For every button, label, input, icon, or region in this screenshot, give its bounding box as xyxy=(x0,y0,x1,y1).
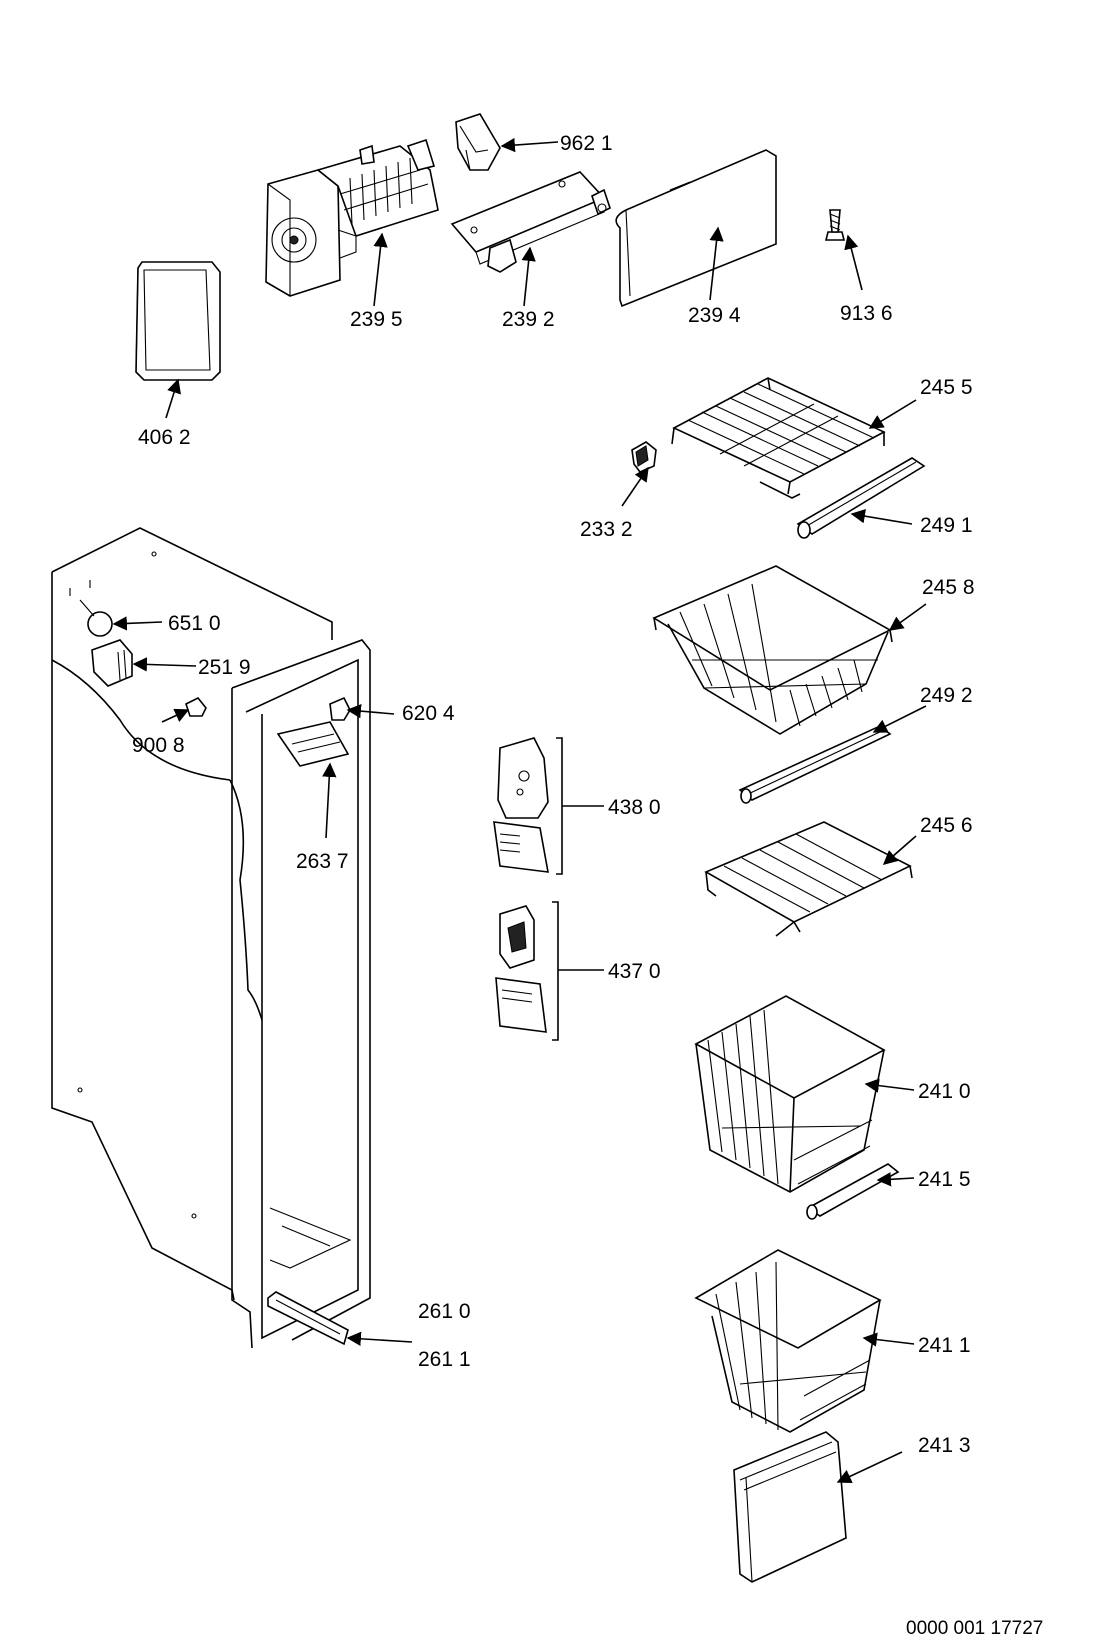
part-249-1-strip-drawing xyxy=(796,457,926,539)
label-245-8: 245 8 xyxy=(922,576,975,599)
label-438-0: 438 0 xyxy=(608,796,661,819)
label-239-4: 239 4 xyxy=(688,304,741,327)
label-233-2: 233 2 xyxy=(580,518,633,541)
label-261-0: 261 0 xyxy=(418,1300,471,1323)
part-241-1-basket-drawing xyxy=(694,1249,882,1433)
label-239-2: 239 2 xyxy=(502,308,555,331)
drawing-number: 0000 001 17727 xyxy=(906,1618,1043,1639)
part-962-1-clip-drawing xyxy=(455,113,501,171)
part-249-2-strip-drawing xyxy=(738,725,892,804)
part-263-7-vent-drawing xyxy=(276,721,350,767)
label-437-0: 437 0 xyxy=(608,960,661,983)
part-233-2-clip-drawing xyxy=(631,441,657,473)
part-241-0-basket-drawing xyxy=(694,995,886,1193)
label-241-1: 241 1 xyxy=(918,1334,971,1357)
label-241-5: 241 5 xyxy=(918,1168,971,1191)
label-913-6: 913 6 xyxy=(840,302,893,325)
label-241-0: 241 0 xyxy=(918,1080,971,1103)
label-406-2: 406 2 xyxy=(138,426,191,449)
label-261-1: 261 1 xyxy=(418,1348,471,1371)
cabinet-liner-drawing xyxy=(51,527,371,1349)
part-620-4-switch-drawing xyxy=(329,696,351,721)
label-249-1: 249 1 xyxy=(920,514,973,537)
label-241-3: 241 3 xyxy=(918,1434,971,1457)
label-245-5: 245 5 xyxy=(920,376,973,399)
part-245-8-basket-drawing xyxy=(652,565,893,735)
part-239-2-bracket-drawing xyxy=(450,171,611,273)
part-239-5-icemaker-drawing xyxy=(265,138,439,297)
part-245-5-shelf-drawing xyxy=(671,377,886,499)
part-241-5-strip-drawing xyxy=(806,1163,900,1220)
part-913-6-screw-drawing xyxy=(824,209,846,241)
part-261-0-hinge-drawing xyxy=(267,1291,349,1346)
label-263-7: 263 7 xyxy=(296,850,349,873)
label-251-9: 251 9 xyxy=(198,656,251,679)
part-437-0-board-drawing xyxy=(495,901,559,1041)
part-239-4-panel-drawing xyxy=(615,149,777,308)
part-900-8-switch-drawing xyxy=(185,696,207,717)
label-962-1: 962 1 xyxy=(560,132,613,155)
part-251-9-socket-drawing xyxy=(91,639,133,687)
label-651-0: 651 0 xyxy=(168,612,221,635)
label-239-5: 239 5 xyxy=(350,308,403,331)
label-245-6: 245 6 xyxy=(920,814,973,837)
part-241-3-panel-drawing xyxy=(733,1431,847,1583)
label-249-2: 249 2 xyxy=(920,684,973,707)
part-406-2-cover-drawing xyxy=(135,261,221,381)
label-620-4: 620 4 xyxy=(402,702,455,725)
leader-lines xyxy=(112,137,927,1484)
label-900-8: 900 8 xyxy=(132,734,185,757)
part-438-0-board-drawing xyxy=(493,737,563,875)
part-245-6-shelf-drawing xyxy=(704,821,913,937)
part-labels: 962 1 239 5 239 2 239 4 913 6 406 2 245 … xyxy=(132,132,1043,1639)
part-651-0-lamp-drawing xyxy=(79,599,113,637)
